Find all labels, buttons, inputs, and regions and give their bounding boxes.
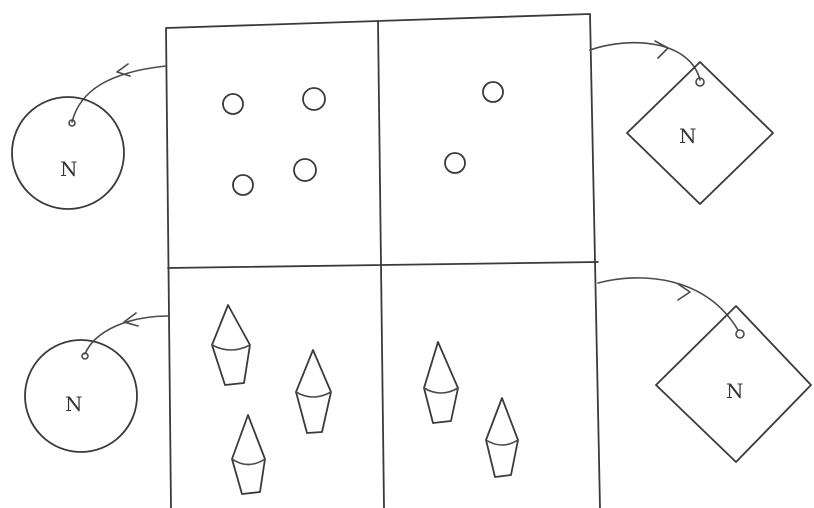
small-circle: [223, 94, 243, 114]
diamond-tag: [627, 62, 773, 204]
tag-bottom-left: N: [25, 313, 168, 452]
small-circle: [303, 88, 325, 110]
string-arrow: [590, 43, 700, 80]
small-circle: [233, 175, 253, 195]
arrowhead-icon: [655, 41, 668, 58]
cell-top-right: [445, 82, 503, 173]
string-arrow: [598, 278, 738, 330]
tag-top-left: N: [12, 64, 166, 209]
tag-label: N: [726, 379, 744, 403]
grid: [166, 14, 600, 508]
cone: [424, 342, 458, 423]
cell-top-left: [223, 88, 325, 195]
small-circle: [445, 153, 465, 173]
tag-label: N: [60, 157, 78, 181]
small-circle: [294, 159, 316, 181]
tag-top-right: N: [590, 41, 773, 204]
cell-bottom-right: [424, 342, 518, 477]
string-arrow: [72, 66, 166, 122]
string-arrow: [85, 316, 168, 354]
cone: [232, 415, 265, 494]
tag-hole: [736, 330, 744, 338]
cone: [486, 398, 518, 477]
tag-label: N: [679, 124, 697, 148]
tag-label: N: [65, 392, 83, 416]
cone: [296, 350, 331, 433]
cell-bottom-left: [212, 305, 331, 494]
grid-horizontal-divider: [168, 262, 598, 268]
circle-tag: [12, 97, 124, 209]
tag-bottom-right: N: [598, 278, 811, 462]
small-circle: [483, 82, 503, 102]
arrowhead-icon: [117, 64, 130, 76]
cone: [212, 305, 250, 385]
